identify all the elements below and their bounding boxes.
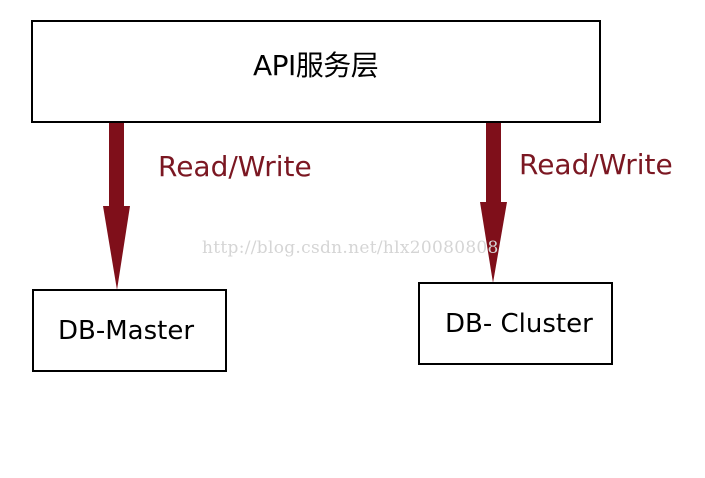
- db-master-box: DB-Master: [32, 289, 227, 372]
- right-arrow-shaft: [486, 123, 501, 204]
- right-arrow-head: [480, 202, 507, 283]
- api-layer-label: API服务层: [253, 49, 379, 82]
- left-arrow-head: [103, 206, 130, 290]
- db-master-label: DB-Master: [58, 316, 195, 346]
- left-arrow-shaft: [109, 123, 124, 208]
- left-read-write-arrow: [103, 123, 130, 290]
- api-layer-box: API服务层: [31, 20, 601, 123]
- right-arrow-label: Read/Write: [519, 148, 673, 181]
- watermark-text: http://blog.csdn.net/hlx20080808: [202, 238, 499, 258]
- left-arrow-label: Read/Write: [158, 150, 312, 183]
- db-cluster-box: DB- Cluster: [418, 282, 613, 365]
- right-read-write-arrow: [480, 123, 507, 283]
- db-cluster-label: DB- Cluster: [445, 309, 593, 339]
